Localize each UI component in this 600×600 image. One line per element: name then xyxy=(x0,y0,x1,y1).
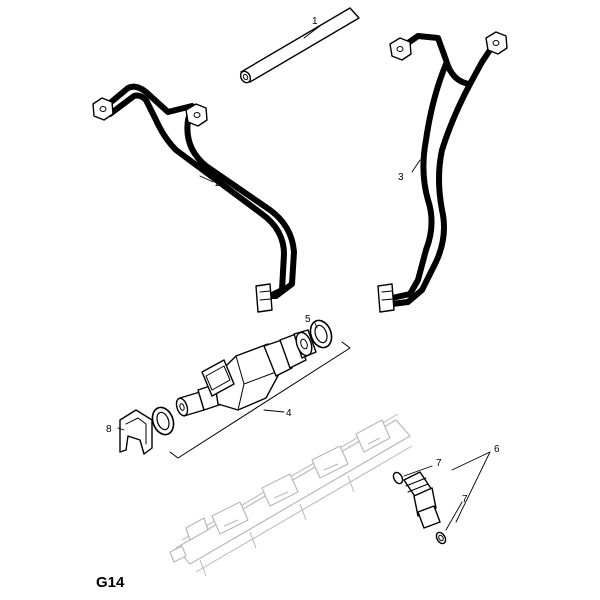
callout-8: 8 xyxy=(106,424,112,435)
leader-lines xyxy=(117,25,491,531)
part-4-fuel-injector xyxy=(175,329,317,417)
callout-3: 3 xyxy=(398,172,404,183)
callout-7-upper: 7 xyxy=(436,458,442,469)
part-4-bracket xyxy=(169,341,351,459)
figure-code: G14 xyxy=(96,574,125,591)
callout-1: 1 xyxy=(312,16,318,27)
part-1-fuel-hose xyxy=(239,7,360,84)
part-3-injection-pipe xyxy=(377,31,508,313)
part-6-injector-with-seals xyxy=(392,471,447,545)
callout-2: 2 xyxy=(215,178,221,189)
callout-6: 6 xyxy=(494,444,500,455)
part-8-clip xyxy=(119,409,153,455)
callout-7-lower: 7 xyxy=(462,494,468,505)
part-2-injection-pipe xyxy=(92,83,297,313)
callout-4: 4 xyxy=(286,408,292,419)
fuel-rail-assembly xyxy=(169,413,413,577)
lower-o-ring xyxy=(151,406,175,436)
part-5-o-ring xyxy=(309,319,333,349)
callout-5: 5 xyxy=(305,314,311,325)
